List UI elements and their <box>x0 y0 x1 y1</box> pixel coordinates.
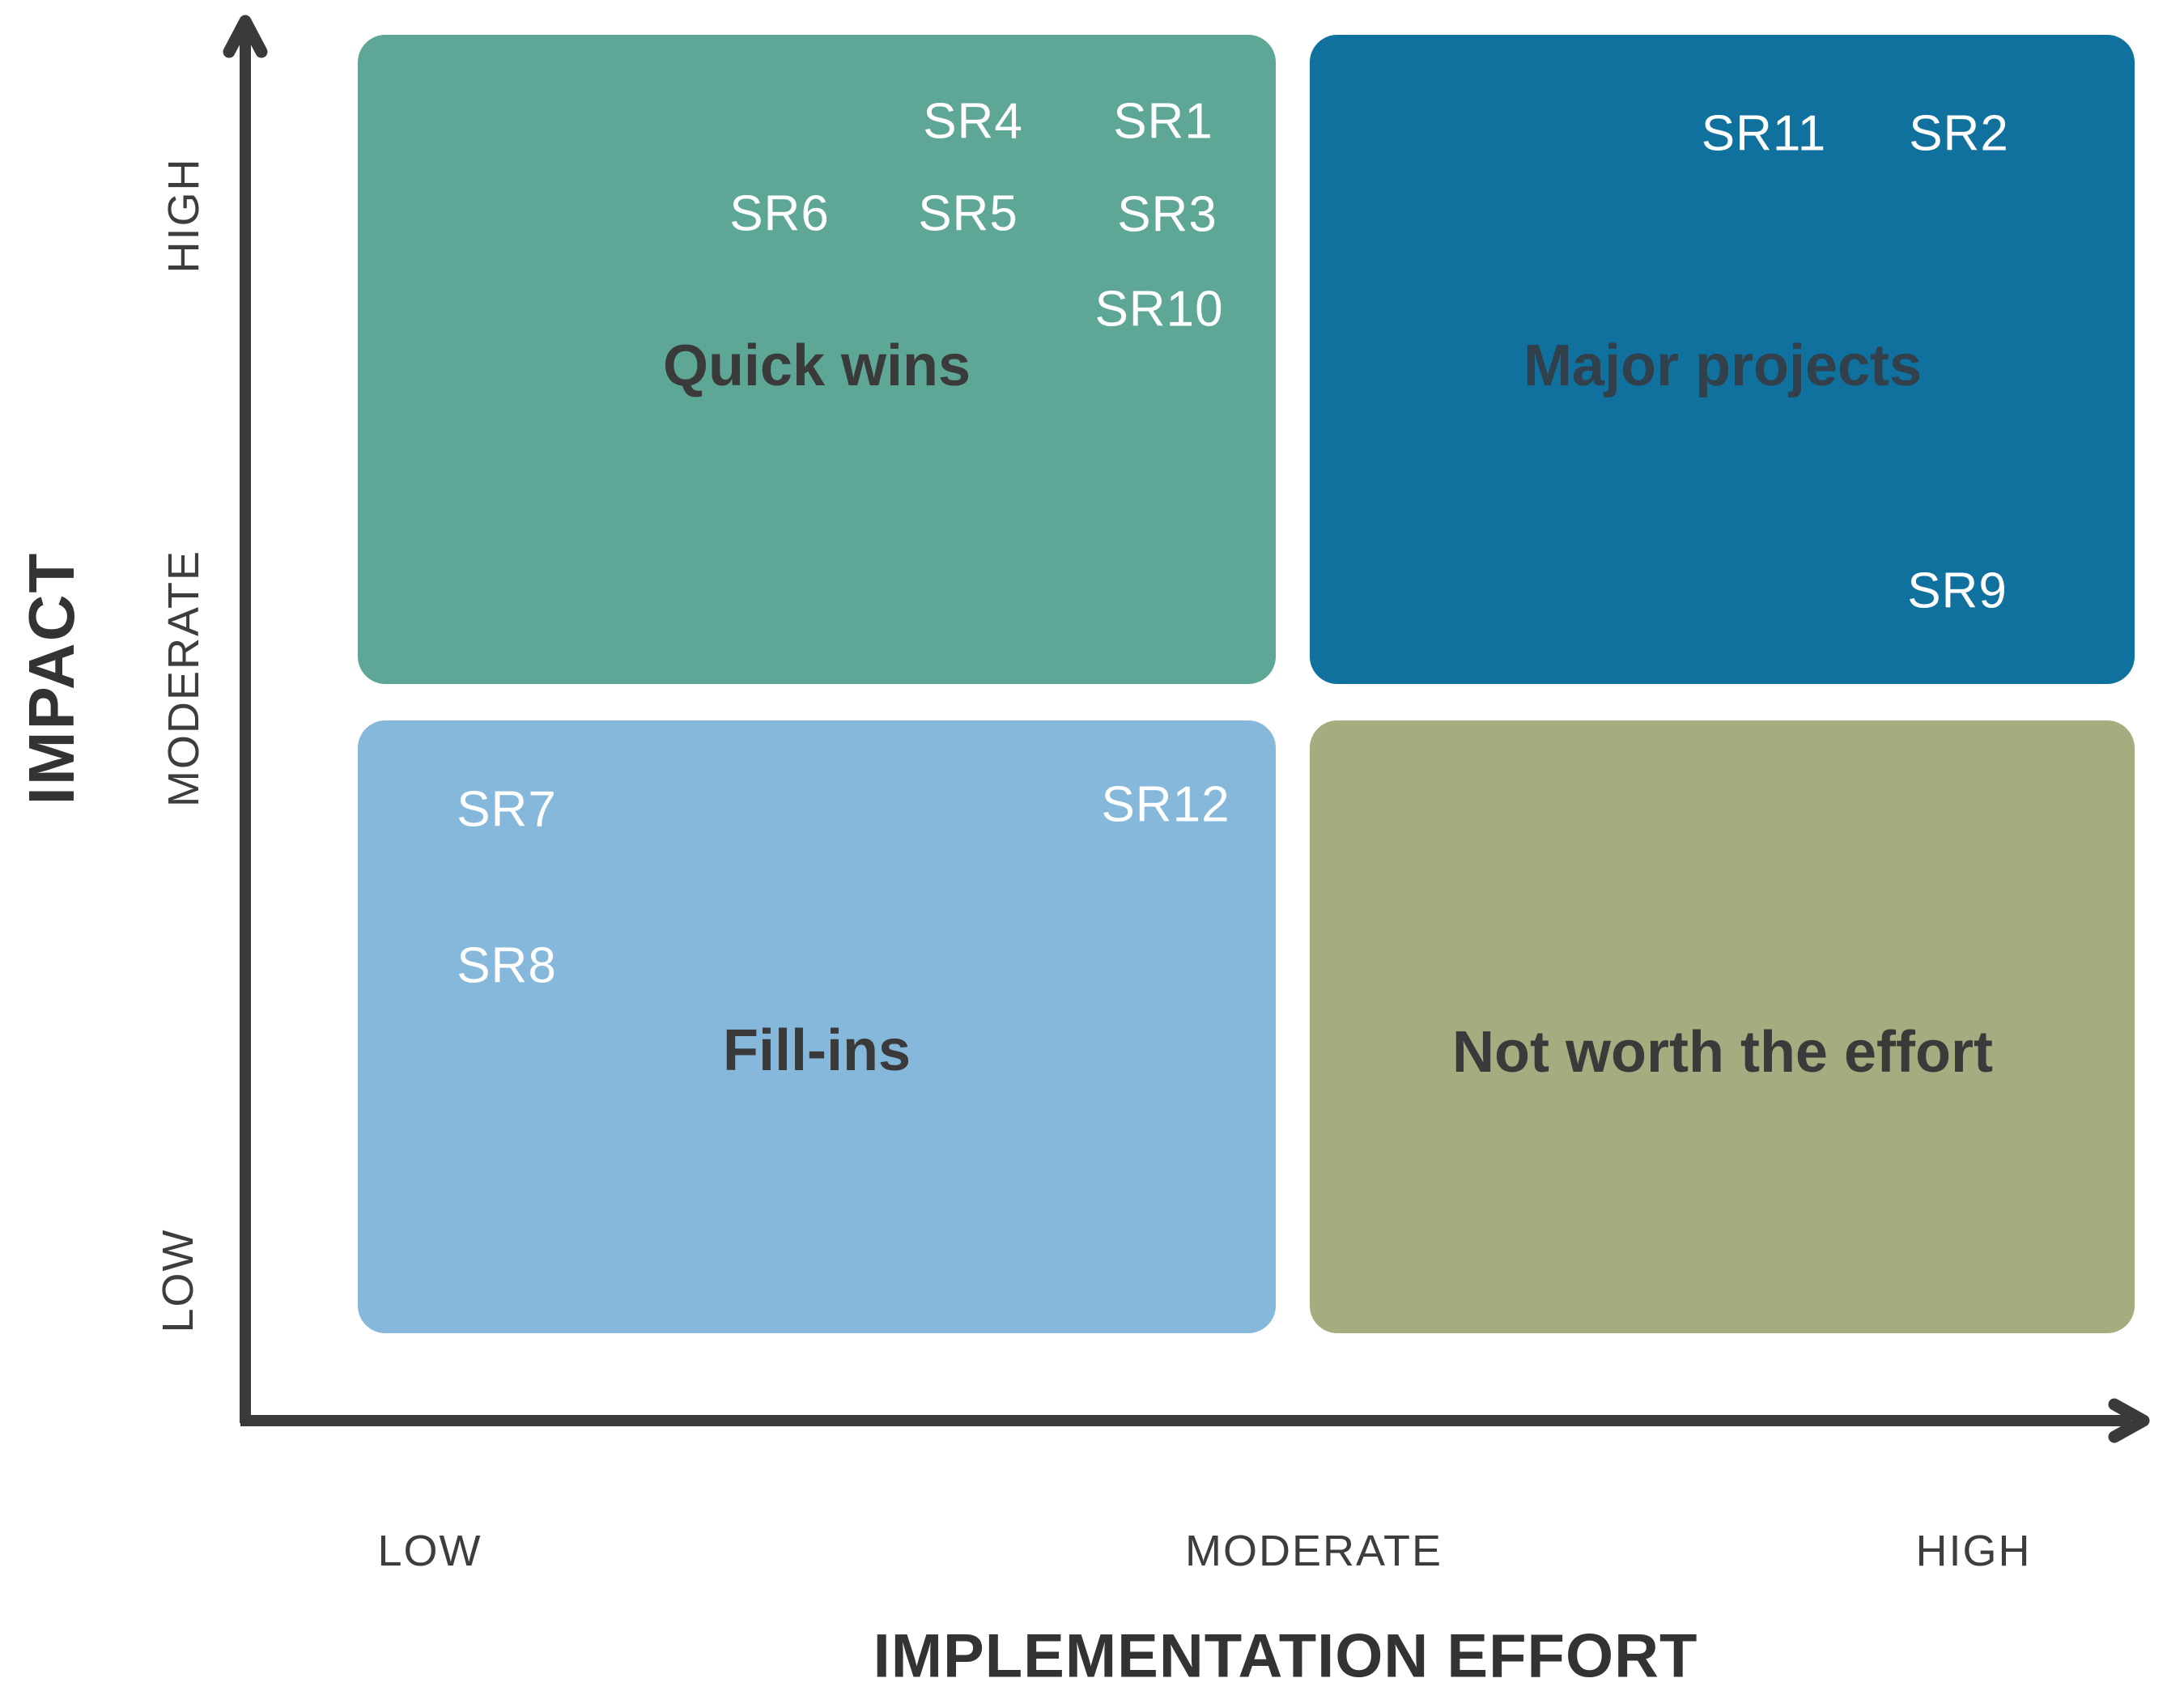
quadrant-title-fill-ins: Fill-ins <box>723 1018 911 1083</box>
item-sr5: SR5 <box>918 185 1018 242</box>
y-tick-moderate: MODERATE <box>159 549 208 808</box>
x-tick-low: LOW <box>377 1527 482 1575</box>
x-axis-arrow-icon <box>2108 1398 2150 1443</box>
y-axis-arrow-icon <box>223 15 268 58</box>
quadrant-title-quick-wins: Quick wins <box>662 334 971 398</box>
item-sr3: SR3 <box>1117 186 1217 243</box>
y-tick-high: HIGH <box>159 157 208 274</box>
item-sr7: SR7 <box>457 781 557 838</box>
quadrant-title-major-projects: Major projects <box>1523 334 1923 398</box>
x-axis <box>240 1398 2150 1443</box>
item-sr12: SR12 <box>1101 776 1230 833</box>
item-sr6: SR6 <box>729 185 830 242</box>
quadrant-not-worth-the-effort <box>1310 720 2135 1333</box>
quadrant-title-not-worth-the-effort: Not worth the effort <box>1452 1020 1993 1085</box>
item-sr4: SR4 <box>923 93 1023 150</box>
item-sr9: SR9 <box>1907 563 2008 619</box>
item-sr11: SR11 <box>1701 105 1827 162</box>
x-tick-moderate: MODERATE <box>1184 1527 1443 1575</box>
x-tick-high: HIGH <box>1915 1527 2032 1575</box>
y-axis-title: IMPACT <box>15 551 87 805</box>
item-sr2: SR2 <box>1909 105 2009 162</box>
y-tick-low: LOW <box>154 1228 202 1333</box>
item-sr10: SR10 <box>1094 281 1224 338</box>
item-sr1: SR1 <box>1113 93 1213 150</box>
x-axis-title: IMPLEMENTATION EFFORT <box>873 1621 1698 1691</box>
quadrant-fill-ins <box>358 720 1276 1333</box>
quadrant-quick-wins <box>358 35 1276 684</box>
quadrant-major-projects <box>1310 35 2135 684</box>
item-sr8: SR8 <box>457 937 557 994</box>
y-axis <box>223 15 268 1423</box>
